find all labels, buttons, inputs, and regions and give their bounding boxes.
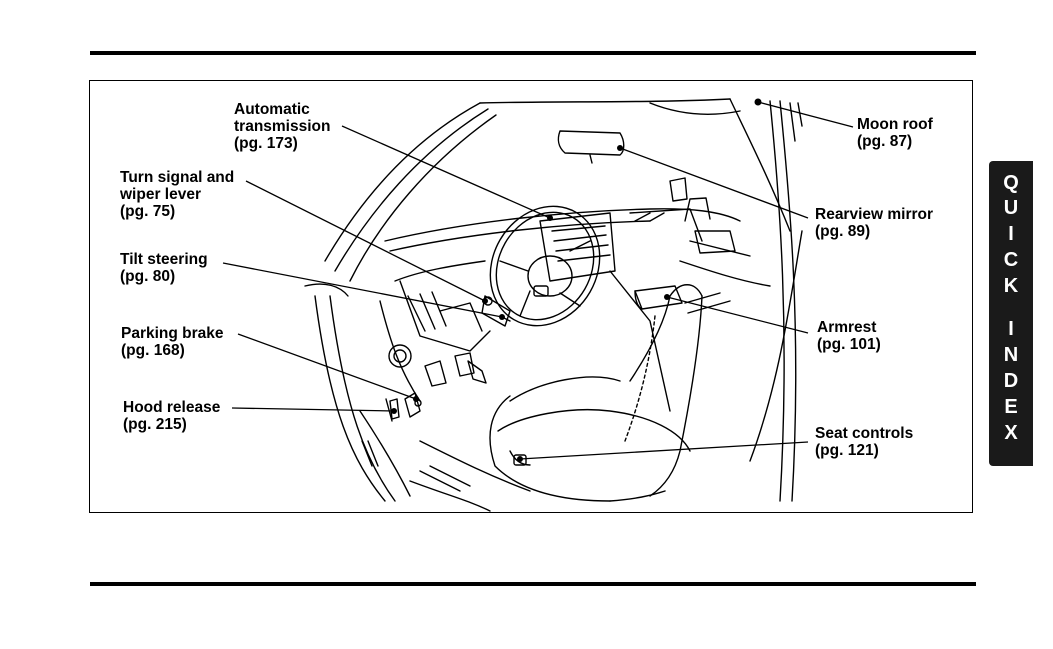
tab-letter: C [989,249,1033,271]
callout-hood-release: Hood release(pg. 215) [123,399,220,433]
callout-rearview-mirror: Rearview mirror(pg. 89) [815,206,933,240]
top-rule [90,51,976,55]
tab-letter: U [989,197,1033,219]
callout-tilt-steering: Tilt steering(pg. 80) [120,251,208,285]
leader-rearview-mirror [620,148,808,218]
quick-index-tab[interactable]: Q U I C K I N D E X [989,161,1033,466]
tab-letter: I [989,318,1033,340]
leader-parking-brake [238,334,416,399]
tab-letter: D [989,370,1033,392]
leader-automatic-transmission [342,126,550,218]
bottom-rule [90,582,976,586]
callout-parking-brake: Parking brake(pg. 168) [121,325,224,359]
tab-letter: E [989,396,1033,418]
callout-armrest: Armrest(pg. 101) [817,319,881,353]
tab-letter: X [989,422,1033,444]
callout-moon-roof: Moon roof(pg. 87) [857,116,933,150]
leader-hood-release [232,408,394,411]
callout-seat-controls: Seat controls(pg. 121) [815,425,913,459]
tab-letter: K [989,275,1033,297]
tab-letter: N [989,344,1033,366]
leader-armrest [667,297,808,333]
leader-tilt-steering [223,263,502,317]
tab-letter: Q [989,172,1033,194]
leader-seat-controls [520,442,808,459]
tab-letter: I [989,223,1033,245]
leader-turn-signal [246,181,485,301]
